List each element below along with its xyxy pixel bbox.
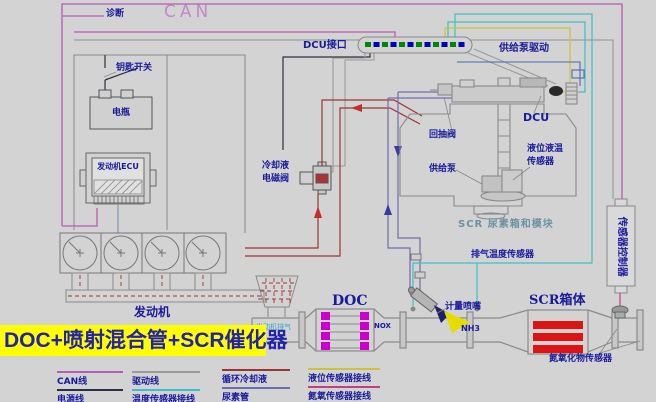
metering-nozzle (407, 253, 470, 333)
power-wiring (103, 53, 371, 150)
dcu-connector (357, 36, 473, 54)
pipe-temp-sensors (410, 306, 480, 312)
engine-ecu-box (79, 152, 157, 233)
dcu-label: DCU (523, 111, 550, 124)
pump-drive-wiring (457, 61, 585, 86)
legend-label-drive: 驱动线 (132, 377, 160, 387)
level-sensor-wiring (444, 27, 571, 93)
exhaust-manifold (65, 272, 299, 317)
urea-tank (399, 77, 578, 220)
diagnosis-label: 诊断 (106, 9, 125, 19)
nox-sensor (599, 305, 641, 354)
legend-label-coolant: 循环冷却液 (222, 375, 268, 385)
supply-pump-label: 供给泵 (429, 164, 457, 174)
legend-line-nox (308, 386, 380, 388)
nh3-label: NH3 (461, 324, 480, 333)
coolant-valve-label-2: 电磁阀 (262, 174, 290, 184)
engine-ecu-label: 发动机ECU (97, 162, 139, 171)
engine-compartment (73, 54, 246, 233)
legend-label-urea: 尿素管 (222, 393, 250, 402)
legend-label-level: 液位传感器接线 (308, 374, 372, 384)
doc-catalyst (321, 312, 369, 350)
temp-sensor-wiring (412, 13, 593, 306)
coolant-valve-label-1: 冷却液 (262, 161, 290, 171)
key-switch-label: 钥匙开关 (116, 63, 153, 73)
level-temp-label-1: 液位液温 (527, 144, 564, 154)
legend-label-nox: 氮氧传感器接线 (308, 392, 372, 402)
engine-block (59, 232, 227, 274)
level-temp-label-2: 传感器 (527, 157, 555, 167)
battery-label: 电瓶 (111, 108, 130, 118)
legend-line-temp (132, 389, 200, 391)
scr-catalyst (533, 321, 583, 353)
nox-label: NOX (374, 322, 391, 330)
dcu-port-label: DCU接口 (303, 40, 347, 51)
doc-label: DOC (332, 293, 368, 309)
sensor-controller-label: 传感器控制器 (615, 216, 627, 277)
pump-drive-label: 供给泵驱动 (499, 43, 549, 54)
exhaust-temp-sensor-label: 排气温度传感器 (471, 250, 535, 260)
legend-label-temp: 温度传感器接线 (132, 395, 196, 402)
can-bus-label: CAN (164, 2, 213, 22)
title-banner: DOC+喷射混合管+SCR催化器 (0, 325, 288, 356)
legend-line-power (57, 389, 123, 391)
engine-exhaust-label: 发动机排气 (256, 323, 291, 331)
scr-box-label: SCR箱体 (529, 293, 586, 308)
legend-label-power: 电源线 (57, 395, 85, 402)
nox-sensor-label: 氮氧化物传感器 (549, 354, 613, 364)
inner-border (74, 39, 614, 199)
legend-line-coolant (222, 369, 290, 371)
engine-label: 发动机 (134, 305, 171, 319)
battery-box (89, 89, 153, 130)
legend-line-drive (132, 371, 200, 373)
legend-line-can (57, 371, 123, 373)
legend-line-urea (222, 387, 290, 389)
sensor-controller-box (606, 198, 636, 294)
metering-nozzle-label: 计量喷嘴 (445, 302, 482, 312)
legend-label-can: CAN线 (57, 377, 88, 387)
urea-module-label: SCR 尿素箱和模块 (458, 219, 554, 230)
backflow-valve-label: 回抽阀 (429, 130, 457, 140)
coolant-solenoid-valve (299, 161, 332, 195)
coolant-wiring (245, 99, 423, 257)
legend-line-level (308, 368, 380, 370)
